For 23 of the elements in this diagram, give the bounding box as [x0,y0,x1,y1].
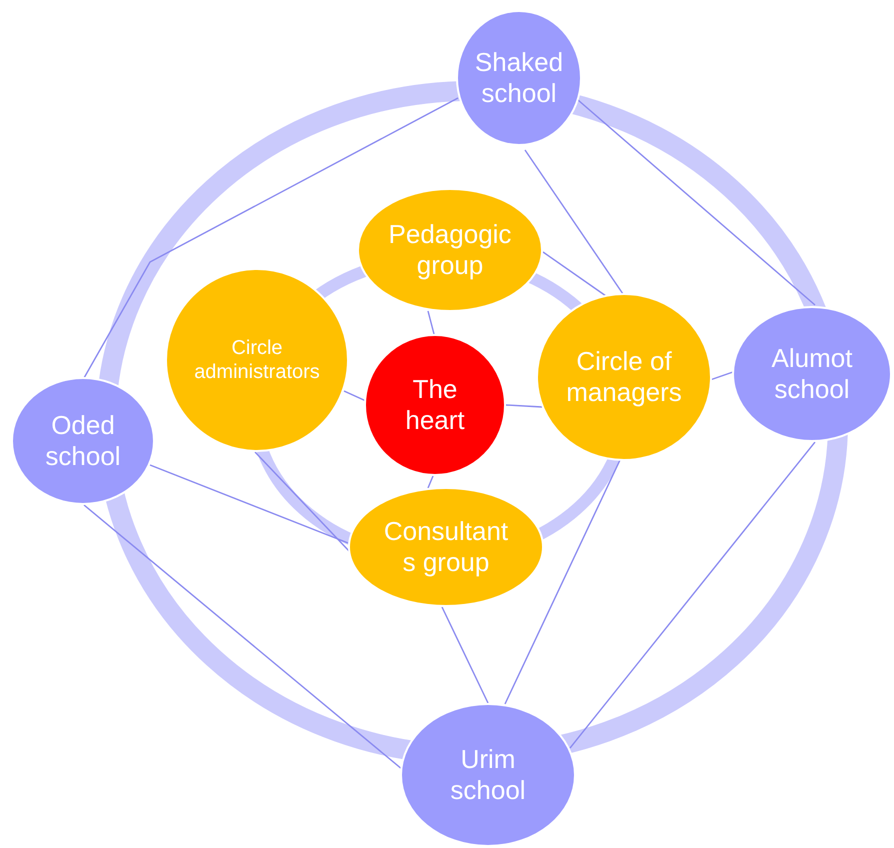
node-label: Consultant s group [382,516,510,578]
connector-line [578,99,816,306]
connector-line [710,371,734,381]
connector-line [254,452,350,552]
connector-line [150,464,348,544]
node-label: Alumot school [770,342,854,406]
connector-line [427,476,434,488]
connector-line [427,310,435,334]
node-label: Shaked school [474,46,564,110]
connector-line [504,460,621,704]
node-label: Oded school [44,410,122,472]
connector-line [441,606,489,704]
node-label: Circle of managers [565,346,683,408]
connector-line [542,251,606,297]
connector-line [83,97,458,378]
connector-line [569,442,816,748]
node-label: Circle administrators [193,336,321,384]
node-label: Urim school [449,744,527,806]
connector-line [524,150,624,294]
connector-line [506,404,542,408]
connector-line [344,390,366,402]
node-label: The heart [404,374,466,436]
node-label: Pedagogic group [388,218,512,282]
